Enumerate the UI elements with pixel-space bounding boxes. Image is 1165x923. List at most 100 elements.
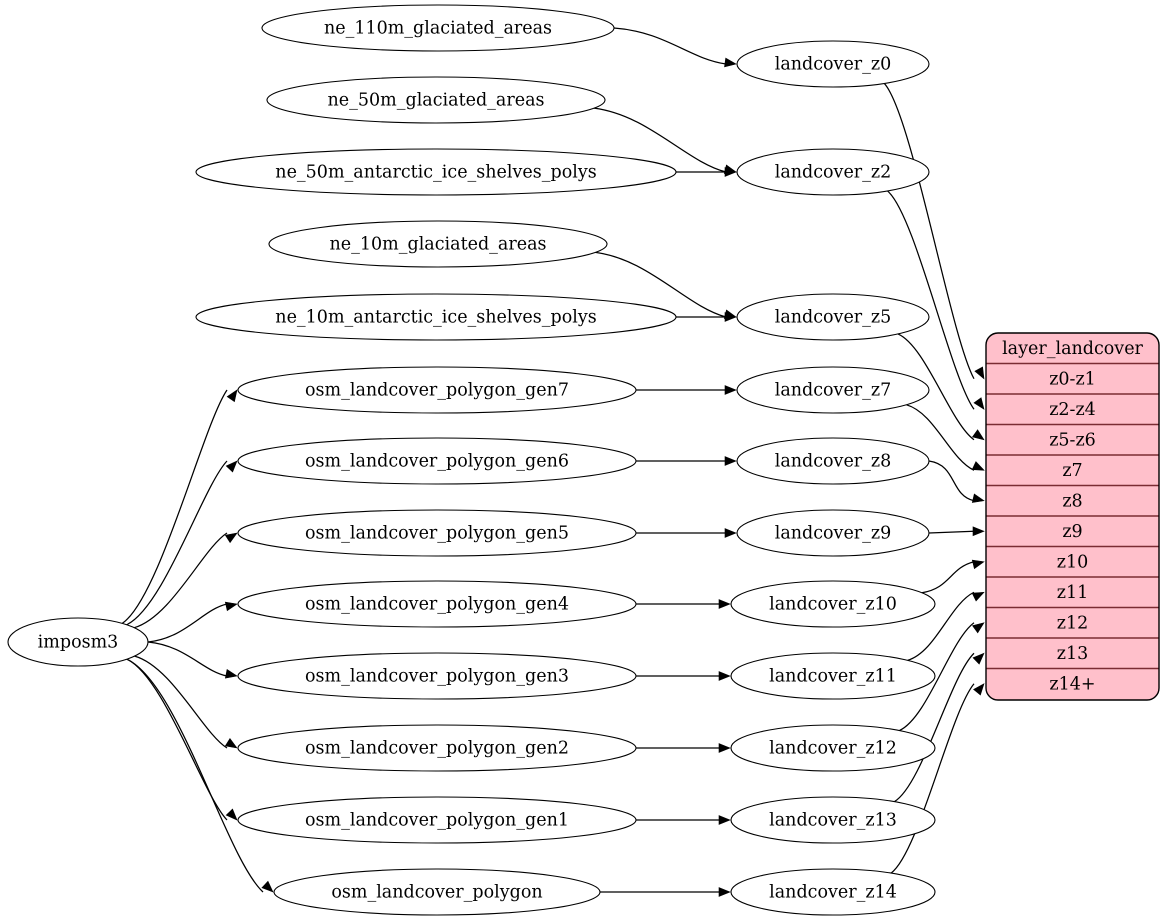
node-ellipse-osm_landcover_polygon_gen4 xyxy=(237,580,637,628)
table-row-label-z9: z9 xyxy=(1062,522,1082,542)
node-ne_50m_antarctic_ice_shelves_polys[interactable]: ne_50m_antarctic_ice_shelves_polys xyxy=(195,148,677,196)
edge-imposm3-to-osm_landcover_polygon_gen7 xyxy=(121,389,228,624)
node-osm_landcover_polygon_gen1[interactable]: osm_landcover_polygon_gen1 xyxy=(237,796,637,844)
node-label-osm_landcover_polygon_gen7: osm_landcover_polygon_gen7 xyxy=(305,381,569,401)
edge-arrowhead xyxy=(972,622,985,634)
node-landcover_z7[interactable]: landcover_z7 xyxy=(736,366,930,414)
edge-imposm3-to-osm_landcover_polygon_gen3 xyxy=(147,641,228,677)
edge-arrowhead xyxy=(226,389,238,403)
edge-imposm3-to-osm_landcover_polygon_gen1 xyxy=(126,658,228,821)
edge-arrowhead xyxy=(724,456,737,466)
node-landcover_z9[interactable]: landcover_z9 xyxy=(736,509,930,557)
table-header-label: layer_landcover xyxy=(1002,339,1143,359)
edge-arrowhead xyxy=(971,429,985,441)
edge-arrowhead xyxy=(224,601,238,612)
edge-arrowhead xyxy=(718,599,731,609)
edge-arrowhead xyxy=(724,528,737,538)
node-ellipse-landcover_z5 xyxy=(736,293,930,341)
node-landcover_z11[interactable]: landcover_z11 xyxy=(730,652,936,700)
node-ne_10m_glaciated_areas[interactable]: ne_10m_glaciated_areas xyxy=(268,220,608,268)
node-ellipse-landcover_z14 xyxy=(730,868,936,916)
node-ellipse-osm_landcover_polygon_gen7 xyxy=(237,366,637,414)
node-label-landcover_z11: landcover_z11 xyxy=(769,667,897,687)
node-ellipse-landcover_z10 xyxy=(730,580,936,628)
table-row-label-z12: z12 xyxy=(1057,613,1089,633)
node-label-landcover_z5: landcover_z5 xyxy=(775,308,892,328)
edge-arrowhead xyxy=(718,671,731,681)
node-ellipse-landcover_z13 xyxy=(730,796,936,844)
edge-landcover_z2-to-layer_landcover_z2-z4 xyxy=(887,190,975,410)
node-landcover_z2[interactable]: landcover_z2 xyxy=(736,148,930,196)
node-label-ne_110m_glaciated_areas: ne_110m_glaciated_areas xyxy=(324,19,552,39)
edge-landcover_z0-to-layer_landcover_z0-z1 xyxy=(883,83,975,380)
node-osm_landcover_polygon[interactable]: osm_landcover_polygon xyxy=(273,868,601,916)
node-osm_landcover_polygon_gen6[interactable]: osm_landcover_polygon_gen6 xyxy=(237,437,637,485)
node-ellipse-imposm3 xyxy=(7,617,149,667)
node-landcover_z10[interactable]: landcover_z10 xyxy=(730,580,936,628)
edge-ne_110m_glaciated_areas-to-landcover_z0 xyxy=(613,27,727,65)
edge-landcover_z13-to-layer_landcover_z13 xyxy=(894,652,975,803)
node-ellipse-landcover_z9 xyxy=(736,509,930,557)
node-label-landcover_z14: landcover_z14 xyxy=(769,883,897,903)
table-outline xyxy=(985,332,1160,701)
table-row-label-z2-z4: z2-z4 xyxy=(1049,400,1096,420)
edge-imposm3-to-osm_landcover_polygon_gen2 xyxy=(134,655,228,749)
node-osm_landcover_polygon_gen4[interactable]: osm_landcover_polygon_gen4 xyxy=(237,580,637,628)
node-landcover_z13[interactable]: landcover_z13 xyxy=(730,796,936,844)
table-row-label-z0-z1: z0-z1 xyxy=(1049,369,1096,389)
edge-arrowhead xyxy=(718,743,731,753)
edge-arrowhead xyxy=(974,366,985,380)
node-label-osm_landcover_polygon_gen4: osm_landcover_polygon_gen4 xyxy=(305,595,569,615)
node-osm_landcover_polygon_gen3[interactable]: osm_landcover_polygon_gen3 xyxy=(237,652,637,700)
node-imposm3[interactable]: imposm3 xyxy=(7,617,149,667)
node-label-osm_landcover_polygon: osm_landcover_polygon xyxy=(331,883,542,903)
node-osm_landcover_polygon_gen2[interactable]: osm_landcover_polygon_gen2 xyxy=(237,724,637,772)
node-label-ne_50m_antarctic_ice_shelves_polys: ne_50m_antarctic_ice_shelves_polys xyxy=(275,163,596,183)
node-ellipse-osm_landcover_polygon_gen2 xyxy=(237,724,637,772)
node-label-landcover_z12: landcover_z12 xyxy=(769,739,897,759)
node-ellipse-landcover_z7 xyxy=(736,366,930,414)
node-label-landcover_z13: landcover_z13 xyxy=(769,811,897,831)
table-row-label-z14+: z14+ xyxy=(1049,674,1095,694)
node-ellipse-osm_landcover_polygon xyxy=(273,868,601,916)
table-row-label-z13: z13 xyxy=(1057,644,1089,664)
edges-layer xyxy=(121,27,985,897)
edge-landcover_z14-to-layer_landcover_z14+ xyxy=(890,683,975,874)
edge-arrowhead xyxy=(971,559,985,570)
node-osm_landcover_polygon_gen5[interactable]: osm_landcover_polygon_gen5 xyxy=(237,509,637,557)
edge-arrowhead xyxy=(973,683,985,696)
edge-landcover_z12-to-layer_landcover_z12 xyxy=(899,622,975,732)
edge-ne_50m_glaciated_areas-to-landcover_z2 xyxy=(593,107,727,173)
edge-arrowhead xyxy=(224,669,238,679)
node-label-landcover_z9: landcover_z9 xyxy=(775,524,892,544)
edge-arrowhead xyxy=(724,167,737,177)
layer-landcover-table[interactable]: layer_landcoverz0-z1z2-z4z5-z6z7z8z9z10z… xyxy=(985,332,1160,701)
edge-arrowhead xyxy=(261,880,274,893)
node-landcover_z14[interactable]: landcover_z14 xyxy=(730,868,936,916)
node-landcover_z12[interactable]: landcover_z12 xyxy=(730,724,936,772)
edge-arrowhead xyxy=(718,887,731,897)
node-ellipse-osm_landcover_polygon_gen6 xyxy=(237,437,637,485)
node-ne_110m_glaciated_areas[interactable]: ne_110m_glaciated_areas xyxy=(261,4,615,52)
node-label-landcover_z0: landcover_z0 xyxy=(775,55,892,75)
edge-landcover_z10-to-layer_landcover_z10 xyxy=(921,561,975,594)
edge-arrowhead xyxy=(971,493,985,503)
edge-arrowhead xyxy=(973,397,985,410)
node-osm_landcover_polygon_gen7[interactable]: osm_landcover_polygon_gen7 xyxy=(237,366,637,414)
node-label-imposm3: imposm3 xyxy=(38,633,119,653)
node-landcover_z5[interactable]: landcover_z5 xyxy=(736,293,930,341)
node-label-osm_landcover_polygon_gen2: osm_landcover_polygon_gen2 xyxy=(305,739,569,759)
node-landcover_z8[interactable]: landcover_z8 xyxy=(736,437,930,485)
node-ellipse-landcover_z0 xyxy=(736,40,930,88)
node-ne_50m_glaciated_areas[interactable]: ne_50m_glaciated_areas xyxy=(266,76,606,124)
edge-arrowhead xyxy=(724,312,737,322)
node-label-landcover_z2: landcover_z2 xyxy=(775,163,892,183)
node-label-osm_landcover_polygon_gen6: osm_landcover_polygon_gen6 xyxy=(305,452,569,472)
edge-imposm3-to-osm_landcover_polygon_gen4 xyxy=(147,603,228,643)
node-ellipse-ne_110m_glaciated_areas xyxy=(261,4,615,52)
node-label-ne_10m_antarctic_ice_shelves_polys: ne_10m_antarctic_ice_shelves_polys xyxy=(275,308,596,328)
edge-landcover_z11-to-layer_landcover_z11 xyxy=(907,591,975,661)
node-ne_10m_antarctic_ice_shelves_polys[interactable]: ne_10m_antarctic_ice_shelves_polys xyxy=(195,293,677,341)
node-ellipse-ne_10m_glaciated_areas xyxy=(268,220,608,268)
node-landcover_z0[interactable]: landcover_z0 xyxy=(736,40,930,88)
